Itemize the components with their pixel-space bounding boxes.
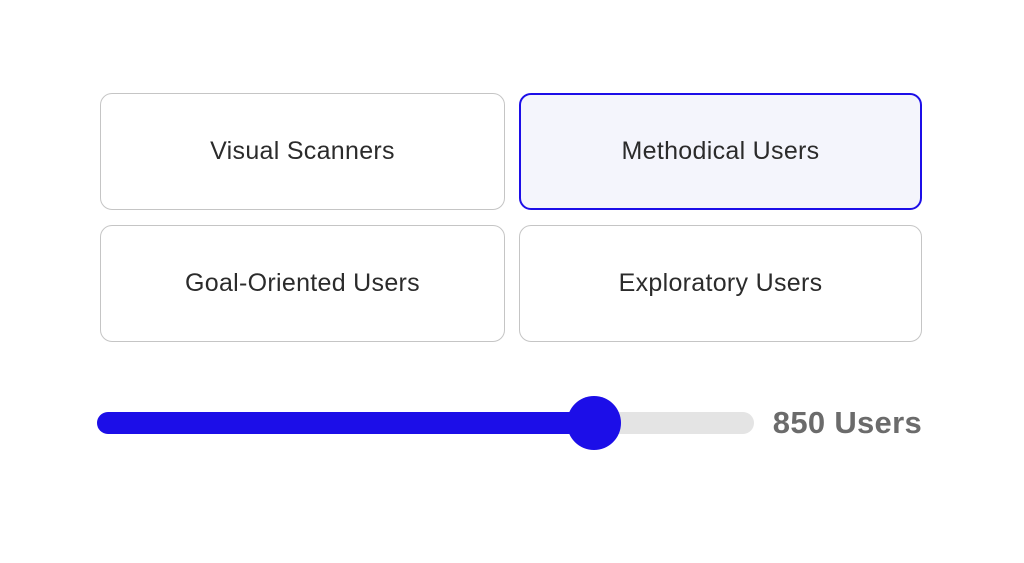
slider-fill [97, 412, 594, 434]
persona-selector-panel: Visual Scanners Methodical Users Goal-Or… [97, 0, 922, 450]
option-visual-scanners[interactable]: Visual Scanners [100, 93, 505, 210]
option-exploratory-users[interactable]: Exploratory Users [519, 225, 922, 342]
option-methodical-users[interactable]: Methodical Users [519, 93, 922, 210]
option-goal-oriented-users[interactable]: Goal-Oriented Users [100, 225, 505, 342]
slider-thumb[interactable] [566, 396, 621, 450]
option-label: Visual Scanners [210, 137, 395, 165]
persona-options-grid: Visual Scanners Methodical Users Goal-Or… [100, 93, 922, 342]
option-label: Goal-Oriented Users [185, 269, 420, 297]
user-count-slider-track[interactable] [97, 396, 754, 450]
user-count-slider-row: 850 Users [97, 396, 922, 450]
option-label: Methodical Users [621, 137, 820, 165]
option-label: Exploratory Users [618, 269, 823, 297]
slider-value-label: 850 Users [772, 405, 922, 440]
